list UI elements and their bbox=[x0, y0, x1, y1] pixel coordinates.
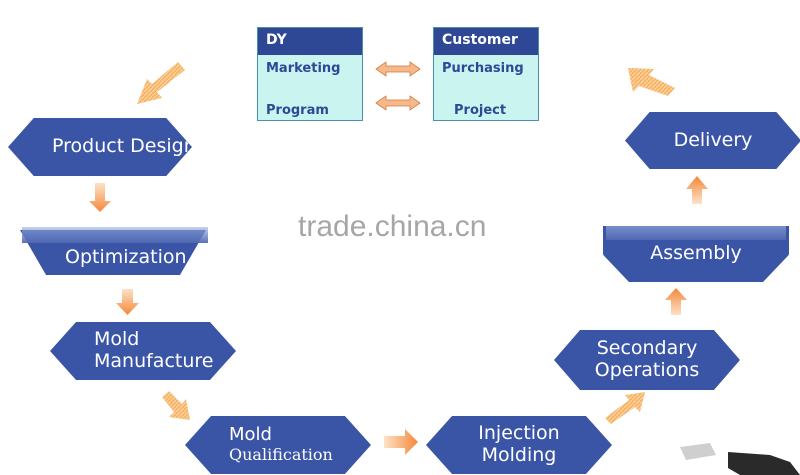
step-secondary-operations: Secondary Operations bbox=[554, 330, 740, 390]
step-label: Manufacture bbox=[94, 350, 214, 372]
step-fade-band bbox=[22, 227, 208, 243]
decorative-shape bbox=[728, 452, 800, 475]
down-arrow-icon bbox=[89, 183, 111, 212]
step-label: Molding bbox=[481, 444, 557, 466]
step-label: Delivery bbox=[673, 128, 753, 151]
diagonal-arrow-icon bbox=[162, 391, 190, 420]
up-arrow-icon bbox=[686, 176, 708, 204]
step-label: Qualification bbox=[229, 445, 333, 465]
step-mold-qualification: Mold Qualification bbox=[185, 416, 371, 474]
step-label: Optimization bbox=[65, 245, 187, 268]
customer-purchasing-label: Purchasing bbox=[442, 61, 524, 76]
dy-box: DY Marketing Program bbox=[257, 27, 363, 121]
step-product-design: Product Design bbox=[8, 118, 192, 176]
customer-box: Customer Purchasing Project bbox=[433, 27, 539, 121]
right-arrow-icon bbox=[384, 429, 418, 455]
customer-project-label: Project bbox=[454, 103, 507, 118]
step-label: Operations bbox=[594, 359, 700, 381]
step-label: Secondary bbox=[596, 337, 698, 360]
step-injection-molding: Injection Molding bbox=[426, 416, 612, 474]
step-label: Mold bbox=[94, 328, 140, 351]
dy-marketing-label: Marketing bbox=[266, 61, 341, 76]
watermark-text: trade.china.cn bbox=[298, 210, 487, 243]
step-label: Injection bbox=[478, 422, 560, 445]
down-arrow-icon bbox=[116, 289, 139, 315]
double-arrow-icon bbox=[375, 61, 421, 77]
dy-program-label: Program bbox=[266, 103, 329, 118]
diagonal-arrow-icon bbox=[605, 392, 645, 424]
dy-title: DY bbox=[258, 28, 362, 55]
step-label: Product Design bbox=[52, 135, 196, 158]
step-delivery: Delivery bbox=[625, 112, 800, 169]
step-label: Assembly bbox=[650, 242, 742, 265]
step-mold-manufacture: Mold Manufacture bbox=[50, 322, 236, 380]
up-arrow-icon bbox=[665, 288, 687, 315]
step-fade-band bbox=[606, 226, 786, 240]
diagonal-arrow-icon bbox=[137, 62, 185, 104]
double-arrow-icon bbox=[375, 95, 421, 111]
step-label: Mold bbox=[229, 424, 272, 446]
customer-title: Customer bbox=[434, 28, 538, 55]
decorative-shape bbox=[680, 443, 716, 460]
diagonal-arrow-icon bbox=[628, 68, 675, 96]
